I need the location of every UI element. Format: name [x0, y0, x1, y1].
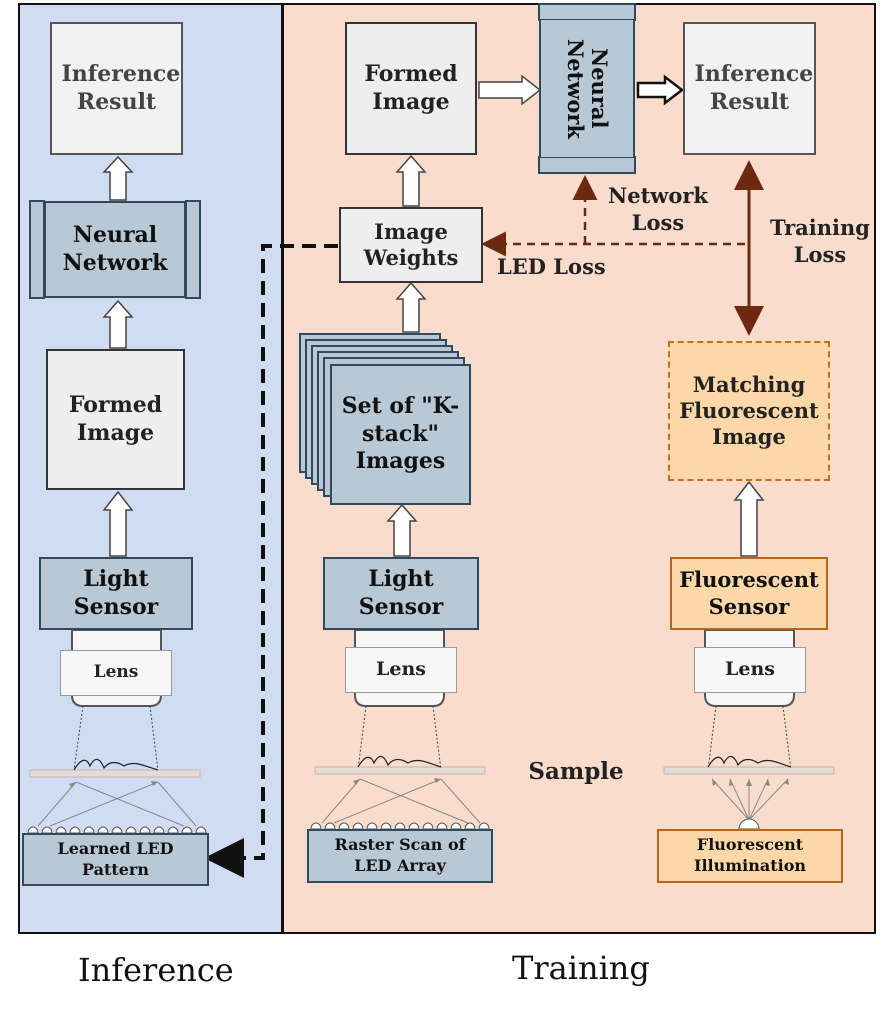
- matching-fluorescent-box: Matching Fluorescent Image: [668, 341, 830, 481]
- ray-heads: [69, 778, 789, 788]
- sample-slides: [29, 766, 835, 778]
- learned-led-pattern-label: Learned LED Pattern: [57, 838, 174, 879]
- fluorescent-lens-box: Lens: [694, 647, 806, 693]
- fluorescent-sensor-label: Fluorescent Sensor: [679, 567, 819, 619]
- image-weights-box: Image Weights: [339, 207, 483, 283]
- inference-result-label: Inference Result: [61, 61, 181, 115]
- network-loss-label: Network Loss: [608, 183, 708, 236]
- led-loss-label: LED Loss: [497, 254, 606, 279]
- sample-label: Sample: [528, 758, 624, 785]
- training-network-box: Neural Network: [539, 20, 635, 157]
- inference-network-label: Neural Network: [62, 222, 168, 276]
- fluor-source-bump: [738, 818, 760, 830]
- fluorescent-sensor-box: Fluorescent Sensor: [670, 557, 828, 630]
- training-up-arrows: [386, 154, 765, 557]
- light-cones: [73, 705, 792, 771]
- inference-network-box: Neural Network: [44, 201, 186, 298]
- inference-caption: Inference: [78, 951, 234, 989]
- led-bumps-training: [310, 822, 490, 830]
- fluorescent-lens-label: Lens: [725, 658, 775, 681]
- fluorescent-illumination-label: Fluorescent Illumination: [693, 835, 807, 875]
- training-lens-box: Lens: [345, 647, 457, 693]
- training-result-box: Inference Result: [683, 22, 816, 155]
- kstack-box: Set of "K-stack" Images: [330, 364, 471, 505]
- raster-scan-box: Raster Scan of LED Array: [307, 829, 493, 883]
- training-lens-label: Lens: [376, 658, 426, 681]
- inference-lens-label: Lens: [93, 662, 139, 683]
- training-result-label: Inference Result: [694, 61, 814, 115]
- raster-scan-label: Raster Scan of LED Array: [334, 835, 466, 875]
- inference-light-sensor-box: Light Sensor: [39, 557, 193, 630]
- network-bars: [29, 3, 636, 299]
- matching-fluorescent-label: Matching Fluorescent Image: [679, 371, 819, 450]
- inference-formed-image-box: Formed Image: [46, 349, 185, 490]
- training-loss-label: Training Loss: [770, 215, 870, 268]
- training-caption: Training: [512, 949, 650, 987]
- inference-light-sensor-label: Light Sensor: [73, 566, 159, 620]
- training-horizontal-arrows: [478, 74, 542, 106]
- training-network-label: Neural Network: [563, 38, 613, 139]
- illumination-rays: [37, 778, 789, 827]
- training-formed-image-label: Formed Image: [364, 61, 458, 115]
- network-to-result-arrow: [636, 74, 685, 106]
- sample-waveforms: [73, 755, 792, 771]
- inference-up-arrows: [102, 155, 134, 557]
- training-light-sensor-label: Light Sensor: [358, 566, 444, 620]
- led-bumps-inference: [27, 826, 207, 834]
- image-weights-label: Image Weights: [363, 218, 459, 270]
- kstack-label: Set of "K-stack" Images: [341, 393, 460, 475]
- inference-lens-box: Lens: [60, 650, 172, 696]
- inference-formed-image-label: Formed Image: [68, 392, 163, 446]
- training-light-sensor-box: Light Sensor: [323, 557, 479, 630]
- inference-result-box: Inference Result: [50, 22, 183, 155]
- fluorescent-illumination-box: Fluorescent Illumination: [657, 829, 843, 883]
- learned-led-pattern-box: Learned LED Pattern: [22, 833, 209, 886]
- training-formed-image-box: Formed Image: [345, 22, 477, 155]
